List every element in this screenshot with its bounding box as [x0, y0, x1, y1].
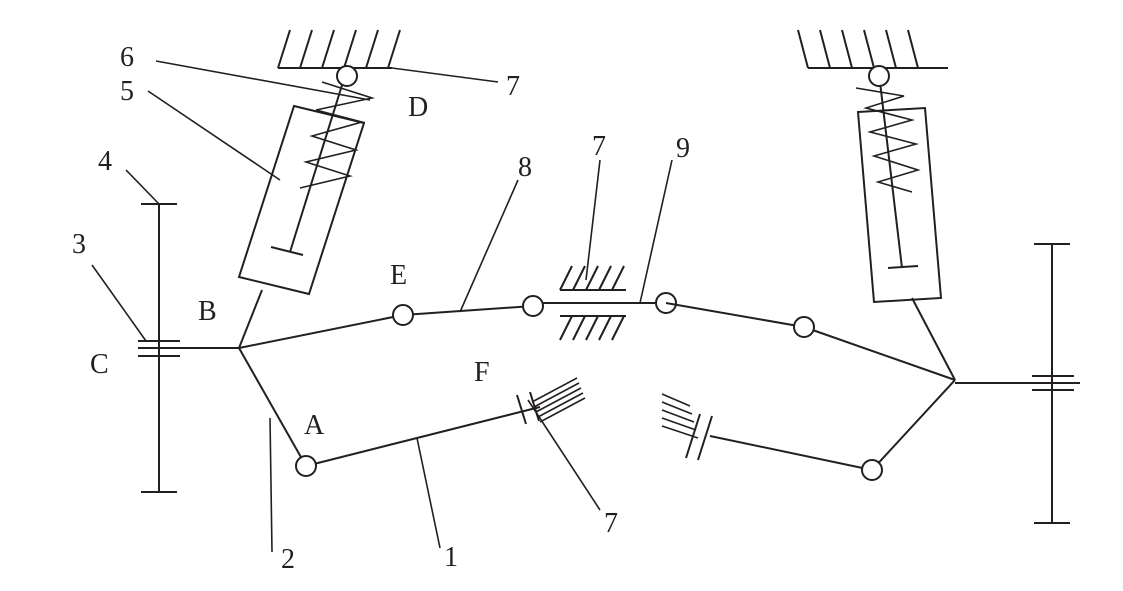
label-a: A: [304, 410, 325, 441]
label-f: F: [474, 357, 490, 388]
center-slider-guide: [522, 265, 677, 341]
pivot-right-hatch: [661, 393, 713, 461]
pivot-f-hatch: [516, 377, 586, 425]
callout-7-mid: 7: [592, 131, 606, 162]
joint-right-upper: [793, 316, 815, 338]
label-b: B: [198, 296, 217, 327]
callout-5: 5: [120, 76, 134, 107]
joint-rack-left: [522, 295, 544, 317]
callout-3: 3: [72, 229, 86, 260]
callout-7-top: 7: [506, 71, 520, 102]
callout-6: 6: [120, 42, 134, 73]
callout-8: 8: [518, 152, 532, 183]
shock-absorber-right: [855, 65, 956, 381]
linkage-right: [661, 302, 956, 481]
callout-1: 1: [444, 542, 458, 573]
ground-mount-top-right: [797, 29, 948, 69]
label-d: D: [408, 92, 428, 123]
label-e: E: [390, 260, 407, 291]
wheel-left: [138, 203, 239, 493]
callout-2: 2: [281, 544, 295, 575]
label-c: C: [90, 349, 109, 380]
joint-e: [392, 304, 414, 326]
joint-a: [295, 455, 317, 477]
joint-right-lower: [861, 459, 883, 481]
callout-4: 4: [98, 146, 112, 177]
callout-7-bottom: 7: [604, 508, 618, 539]
wheel-right: [955, 243, 1080, 524]
shock-absorber-left: [237, 65, 376, 349]
callout-9: 9: [676, 133, 690, 164]
ground-mount-top-left: [277, 29, 401, 69]
linkage-left: [238, 304, 586, 477]
leader-lines: [91, 60, 673, 553]
